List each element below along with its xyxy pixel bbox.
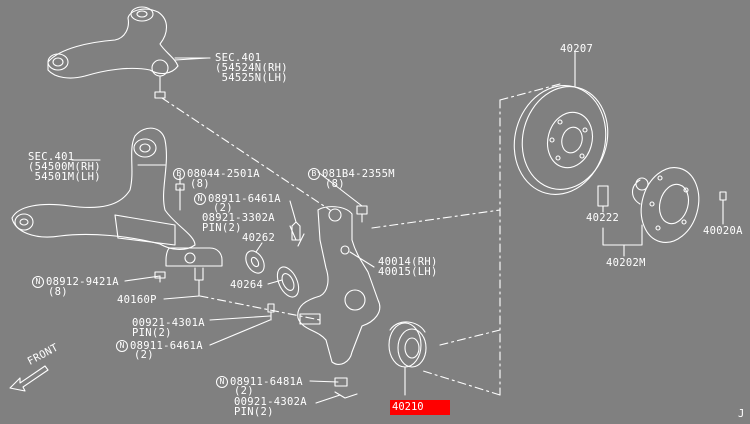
n-circle-icon: N [32,276,44,288]
sec401-upper-title: SEC.401 [215,52,262,64]
knuckle-lh: 40015(LH) [378,266,438,278]
hardware [175,183,727,399]
n-circle-icon: N [216,376,228,388]
pin-00921-4301-part: 00921-4301A [132,317,205,329]
part-40264: 40264 [230,279,264,291]
front-arrow [9,365,49,392]
sec401-upper-lh: 54525N(LH) [215,72,288,84]
bolt-08044-part: 08044-2501A [187,168,260,180]
washers [245,250,300,298]
part-40262: 40262 [242,232,276,244]
sec401-upper-rh: (54524N(RH) [215,62,288,74]
pin-00921-4301-qty: PIN(2) [132,327,172,339]
nut-08912-part: 08912-9421A [46,276,119,288]
bolt-08044-qty: (8) [190,178,210,190]
lower-ball-joint [154,247,223,297]
corner-mark: J [738,408,745,420]
part-40210-highlight[interactable]: 40210 [390,400,450,415]
lower-control-arm [11,127,196,250]
dashed-guides [161,83,561,396]
nut-08911-mid-part: 08911-6461A [130,340,203,352]
sec401-lower-title: SEC.401 [28,151,75,163]
bolt-081b4-qty: (8) [325,178,345,190]
pin-08921-part: 08921-3302A [202,212,275,224]
nut-08912-qty: (8) [48,286,68,298]
upper-control-arm [47,6,211,99]
part-40020a: 40020A [703,225,743,237]
nut-08911-bottom-part: 08911-6481A [230,376,303,388]
b-circle-icon: B [308,168,320,180]
nut-08911-upper-part: 08911-6461A [208,193,281,205]
hub-bearing [388,321,427,396]
part-40222: 40222 [586,212,620,224]
bolt-081b4-part: 081B4-2355M [322,168,395,180]
part-40160p: 40160P [117,294,157,306]
sec401-lower-lh: 54501M(LH) [28,171,101,183]
nut-08911-bottom-qty: (2) [234,385,254,397]
pin-00921-4302-qty: PIN(2) [234,406,274,418]
n-circle-icon: N [116,340,128,352]
part-40207: 40207 [560,43,594,55]
steering-knuckle [297,206,381,365]
nut-08911-mid-qty: (2) [134,349,154,361]
pin-00921-4302-part: 00921-4302A [234,396,307,408]
brake-rotor [513,57,609,195]
nut-08911-upper-qty: (2) [213,202,233,214]
pin-08921-qty: PIN(2) [202,222,242,234]
sec401-lower-rh: (54500M(RH) [28,161,101,173]
part-40202m: 40202M [606,257,646,269]
hub [631,167,700,243]
n-circle-icon: N [194,193,206,205]
b-circle-icon: B [173,168,185,180]
knuckle-rh: 40014(RH) [378,256,438,268]
